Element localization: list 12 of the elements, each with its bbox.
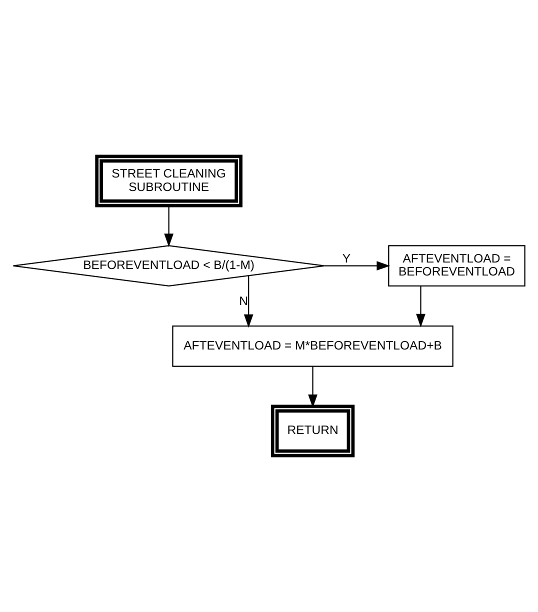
arrow [324,261,390,271]
node-box: STREET CLEANING SUBROUTINE [95,154,242,208]
arrow [416,286,426,328]
arrow [308,366,318,408]
arrow [244,276,254,328]
edge-label: Y [342,251,351,266]
node-box: AFTEVENTLOAD = BEFOREVENTLOAD [388,245,526,286]
node-diamond: BEFOREVENTLOAD < B/(1-M) [12,245,325,286]
node-box: RETURN [270,404,355,458]
edge-label: N [239,294,248,308]
arrow [164,206,174,247]
node-box: AFTEVENTLOAD = M*BEFOREVENTLOAD+B [172,326,454,367]
